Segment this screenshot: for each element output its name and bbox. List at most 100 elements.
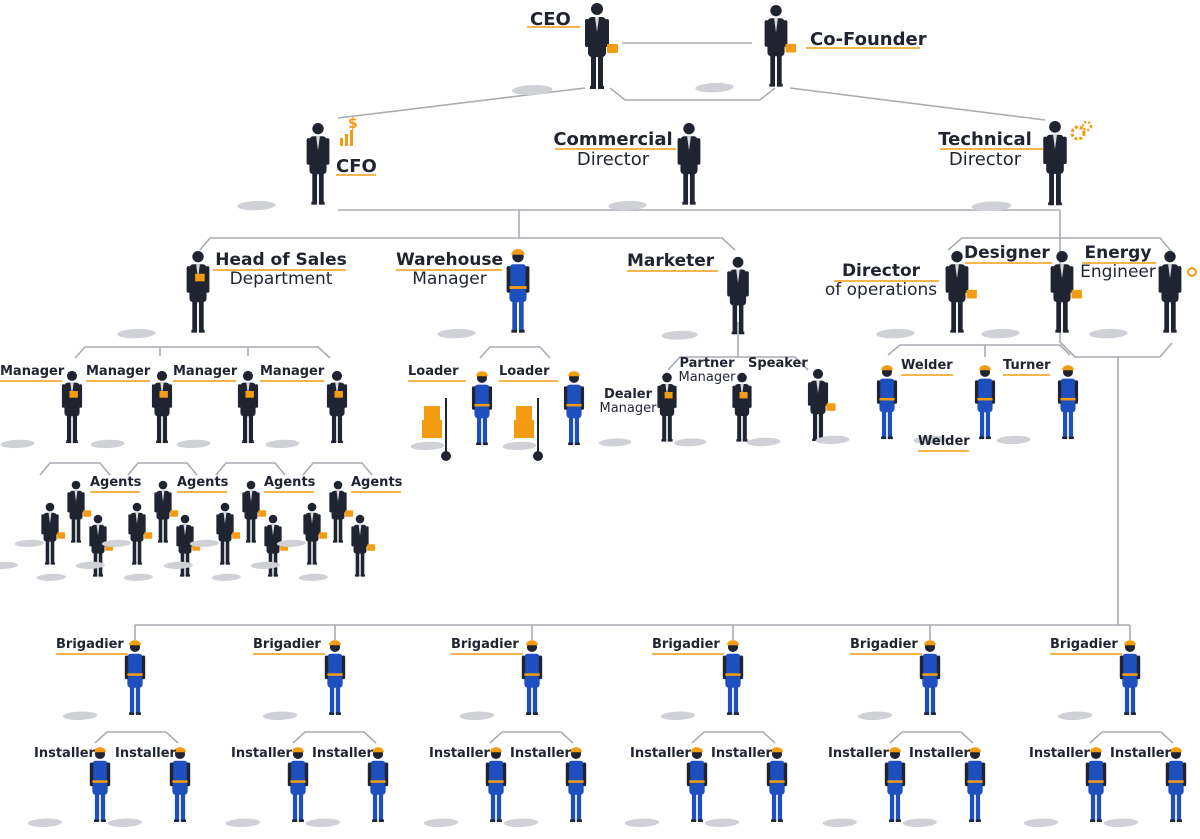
agent-figure-2-a bbox=[101, 480, 179, 547]
speaker-label: Speaker bbox=[748, 356, 808, 371]
installer-figure-9 bbox=[822, 747, 906, 828]
connector-line bbox=[74, 346, 331, 359]
marketer-label: Marketer bbox=[627, 251, 715, 271]
agent-figure-4-c bbox=[298, 514, 376, 581]
lightbulb-icon bbox=[1187, 267, 1197, 277]
ceo-label: CEO bbox=[530, 9, 571, 30]
commercial-director-figure bbox=[608, 122, 701, 211]
technician-figure-2 bbox=[913, 365, 996, 445]
director-operations-figure bbox=[876, 250, 977, 339]
installer-label: Installer bbox=[510, 746, 571, 761]
technician-figure-3 bbox=[996, 365, 1079, 445]
installer-figure-10 bbox=[902, 747, 986, 828]
manager-label-2: Manager bbox=[86, 364, 151, 379]
connector-line bbox=[199, 237, 736, 251]
cofounder-label: Co-Founder bbox=[810, 29, 927, 50]
manager-label-3: Manager bbox=[173, 364, 238, 379]
installer-figure-12 bbox=[1103, 747, 1187, 828]
agent-figure-4-a bbox=[276, 480, 354, 547]
installer-label: Installer bbox=[231, 746, 292, 761]
brigadier-label-4: Brigadier bbox=[652, 637, 720, 652]
gear-icon bbox=[1070, 120, 1093, 141]
brigadier-label-6: Brigadier bbox=[1050, 637, 1118, 652]
installer-label: Installer bbox=[1029, 746, 1090, 761]
brigadier-figure-4 bbox=[660, 640, 744, 721]
installer-label: Installer bbox=[1110, 746, 1171, 761]
installer-label: Installer bbox=[828, 746, 889, 761]
manager-label-4: Manager bbox=[260, 364, 325, 379]
warehouse-manager-figure bbox=[437, 249, 530, 339]
technical-director-label: Technical Director bbox=[938, 129, 1032, 170]
agent-figure-3-a bbox=[189, 480, 267, 547]
designer-figure bbox=[981, 250, 1082, 339]
connector-line bbox=[691, 731, 776, 744]
agents-label-1: Agents bbox=[90, 475, 142, 490]
installer-figure-8 bbox=[704, 747, 788, 828]
hand-truck-icon bbox=[514, 398, 543, 461]
installer-label: Installer bbox=[630, 746, 691, 761]
energy-engineer-figure bbox=[1089, 250, 1182, 339]
connector-line bbox=[292, 731, 377, 744]
agents-label-3: Agents bbox=[264, 475, 316, 490]
head-of-sales-figure bbox=[117, 250, 210, 339]
installer-figure-4 bbox=[305, 747, 389, 828]
brigadier-figure-2 bbox=[262, 640, 346, 721]
agent-figure-2-b bbox=[75, 502, 153, 569]
designer-label: Designer bbox=[964, 243, 1050, 263]
manager-label-1: Manager bbox=[0, 364, 65, 379]
agents-label-2: Agents bbox=[177, 475, 229, 490]
installer-label: Installer bbox=[312, 746, 373, 761]
warehouse-manager-label: Warehouse Manager bbox=[395, 250, 504, 289]
partner-manager-figure bbox=[673, 372, 752, 447]
installer-label: Installer bbox=[429, 746, 490, 761]
agent-figure-3-c bbox=[211, 514, 289, 581]
brigadier-label-2: Brigadier bbox=[253, 637, 321, 652]
cfo-label: CFO bbox=[336, 156, 377, 177]
connector-line bbox=[39, 462, 111, 476]
cfo-figure bbox=[237, 122, 330, 211]
technical-director-figure bbox=[971, 120, 1067, 212]
installer-label: Installer bbox=[909, 746, 970, 761]
loader-label-1: Loader bbox=[408, 364, 459, 379]
installer-label: Installer bbox=[115, 746, 176, 761]
installer-figure-1 bbox=[27, 747, 111, 828]
agent-figure-4-b bbox=[250, 502, 328, 569]
connector-line bbox=[1089, 731, 1174, 744]
loader-figure-2 bbox=[502, 371, 585, 451]
installer-figure-2 bbox=[107, 747, 191, 828]
installer-label: Installer bbox=[34, 746, 95, 761]
connector-line bbox=[489, 731, 574, 744]
agents-label-4: Agents bbox=[351, 475, 403, 490]
agent-figure-1-a bbox=[14, 480, 92, 547]
director-operations-label: Director of operations bbox=[824, 261, 938, 300]
svg-text:$: $ bbox=[348, 116, 358, 132]
marketer-figure bbox=[661, 256, 749, 340]
agent-figure-3-b bbox=[163, 502, 241, 569]
dealer-manager-figure bbox=[598, 372, 677, 447]
brigadier-figure-3 bbox=[459, 640, 543, 721]
brigadier-label-3: Brigadier bbox=[451, 637, 519, 652]
installer-label: Installer bbox=[711, 746, 772, 761]
installer-figure-6 bbox=[503, 747, 587, 828]
manager-figure-4 bbox=[265, 370, 348, 449]
connector-line bbox=[479, 346, 551, 359]
head-of-sales-label: Head of Sales Department bbox=[215, 250, 347, 289]
chart-dollar-icon: $ bbox=[340, 116, 358, 146]
connector-line bbox=[887, 344, 1071, 356]
installer-figure-11 bbox=[1023, 747, 1107, 828]
welder-bottom-label: Welder bbox=[918, 434, 970, 449]
brigadier-figure-1 bbox=[62, 640, 146, 721]
cofounder-figure bbox=[695, 4, 796, 93]
connector-line bbox=[127, 462, 198, 476]
figures-layer: $ bbox=[0, 3, 1197, 828]
turner-label: Turner bbox=[1003, 358, 1051, 373]
connector-line bbox=[215, 462, 286, 476]
energy-engineer-label: Energy Engineer bbox=[1080, 243, 1156, 282]
commercial-director-label: Commercial Director bbox=[553, 129, 673, 170]
installer-figure-3 bbox=[225, 747, 309, 828]
speaker-figure bbox=[746, 368, 836, 447]
connector-line bbox=[947, 237, 1173, 253]
technician-figure-1 bbox=[815, 365, 898, 445]
agent-figure-1-b bbox=[0, 502, 66, 569]
